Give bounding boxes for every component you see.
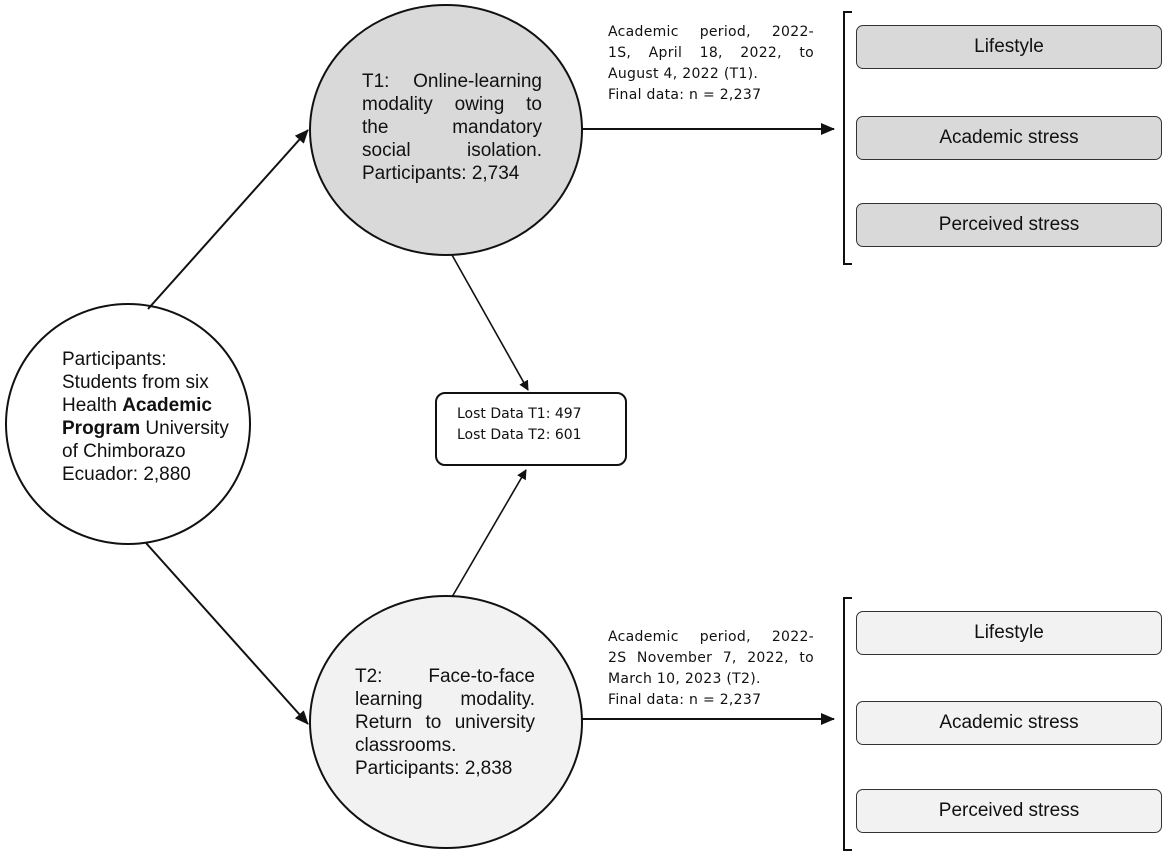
t1-outcome-lifestyle: Lifestyle	[856, 25, 1162, 69]
t2-outcome-lifestyle: Lifestyle	[856, 611, 1162, 655]
t2-line: Return to university	[355, 712, 535, 733]
t2-label: T2: Face-to-face learning modality. Retu…	[355, 665, 535, 780]
t1-period-line: Final data: n = 2,237	[608, 87, 762, 103]
t2-line: classrooms.	[355, 735, 457, 756]
participants-label: Participants: Students from six Health A…	[62, 348, 248, 486]
t2-line: T2: Face-to-face	[355, 666, 535, 687]
t1-line: Participants: 2,734	[362, 163, 520, 184]
participants-to-t2-arrow	[145, 542, 309, 725]
participants-line-bold: Program	[62, 418, 141, 439]
t1-label: T1: Online-learning modality owing to th…	[362, 70, 542, 185]
t1-line: T1: Online-learning	[362, 71, 542, 92]
t2-node	[309, 595, 583, 849]
t1-period-line: August 4, 2022 (T1).	[608, 66, 759, 82]
participants-line: Ecuador: 2,880	[62, 464, 191, 485]
t2-line: Participants: 2,838	[355, 758, 513, 779]
t1-line: the mandatory	[362, 117, 542, 138]
t1-outcome-perceived-stress: Perceived stress	[856, 203, 1162, 247]
participants-line: Program University	[62, 417, 248, 440]
t1-outcomes-bracket	[843, 11, 852, 265]
t2-outcome-academic-stress: Academic stress	[856, 701, 1162, 745]
t2-period-line: March 10, 2023 (T2).	[608, 671, 761, 687]
t2-line: learning modality.	[355, 689, 535, 710]
lost-data-t1: Lost Data T1: 497	[457, 406, 582, 422]
t2-period-line: Academic period, 2022-	[608, 629, 814, 645]
participants-line-bold: Academic	[122, 395, 212, 416]
t2-period-label: Academic period, 2022- 2S November 7, 20…	[608, 627, 814, 711]
t2-period-line: 2S November 7, 2022, to	[608, 650, 814, 666]
participants-line-prefix: Health	[62, 395, 123, 416]
t1-to-lost-arrow	[451, 254, 529, 391]
t1-period-label: Academic period, 2022- 1S, April 18, 202…	[608, 22, 814, 106]
t1-period-line: 1S, April 18, 2022, to	[608, 45, 814, 61]
participants-line: Participants:	[62, 349, 167, 370]
participants-line: Students from six	[62, 372, 209, 393]
t2-to-lost-arrow	[451, 469, 527, 598]
t1-period-line: Academic period, 2022-	[608, 24, 814, 40]
lost-data-t2: Lost Data T2: 601	[457, 427, 582, 443]
participants-line: Health Academic	[62, 394, 248, 417]
participants-line-suffix: University	[140, 418, 229, 439]
t1-line: social isolation.	[362, 140, 542, 161]
participants-node	[5, 303, 251, 545]
participants-line: of Chimborazo	[62, 441, 186, 462]
t2-period-line: Final data: n = 2,237	[608, 692, 762, 708]
t1-outcome-academic-stress: Academic stress	[856, 116, 1162, 160]
lost-data-box: Lost Data T1: 497 Lost Data T2: 601	[435, 392, 627, 466]
t2-outcomes-bracket	[843, 597, 852, 851]
participants-to-t1-arrow	[147, 129, 309, 310]
t2-outcome-perceived-stress: Perceived stress	[856, 789, 1162, 833]
t1-line: modality owing to	[362, 94, 542, 115]
